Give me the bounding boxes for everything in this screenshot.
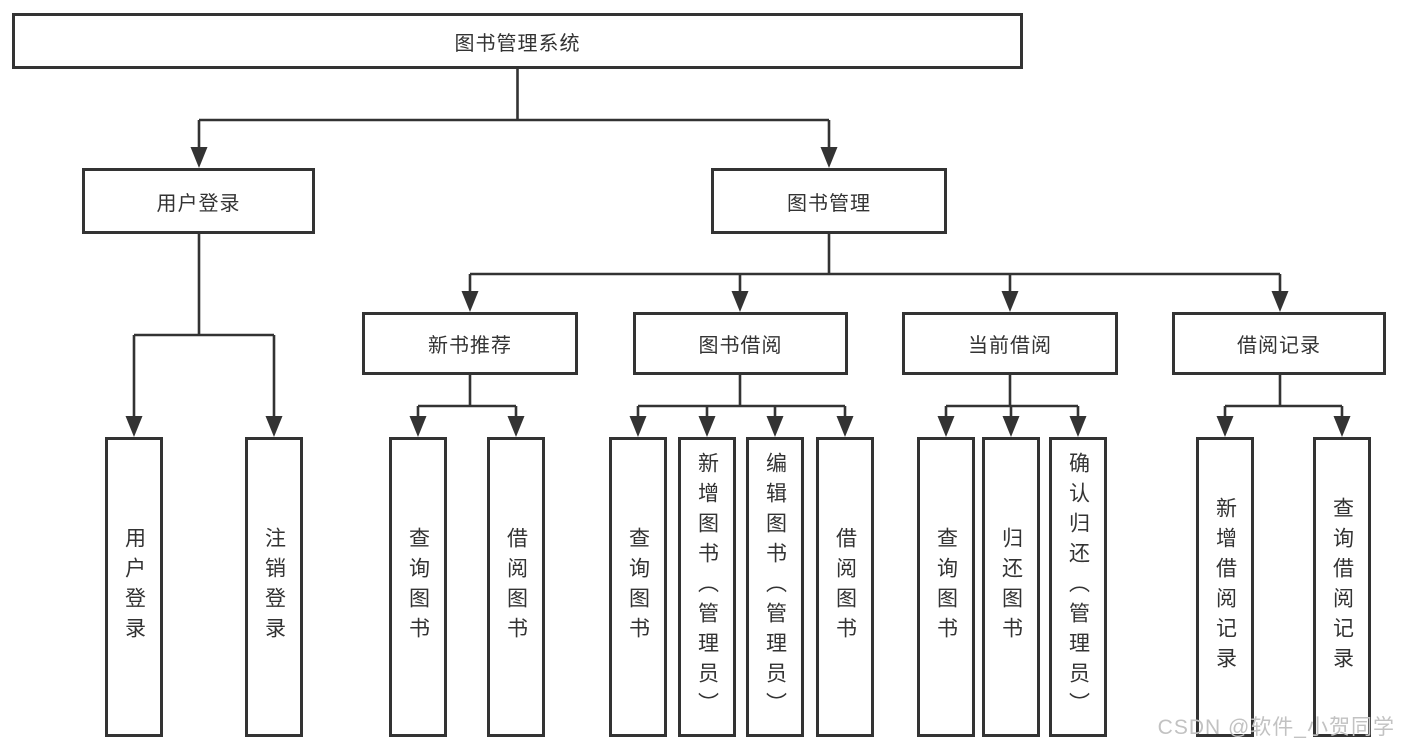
arrowhead [125, 416, 143, 437]
watermark: CSDN @软件_小贺同学 [1157, 716, 1395, 739]
node-leaf-query-borrowing-record: 查询借阅记录 [1313, 437, 1371, 737]
node-label: 图书管理系统 [454, 32, 581, 55]
node-label: 查询图书 [626, 527, 650, 647]
node-label: 图书借阅 [698, 335, 783, 357]
node-label: 查询图书 [406, 527, 430, 647]
node-label: 查询图书 [934, 527, 958, 647]
node-leaf-user-login: 用户登录 [105, 437, 163, 737]
node-label: 当前借阅 [968, 335, 1052, 357]
node-label: 借阅图书 [504, 527, 528, 647]
arrowhead [1002, 416, 1020, 437]
node-label: 新书推荐 [428, 335, 512, 357]
node-leaf-edit-books-admin: 编辑图书（管理员） [746, 437, 804, 737]
node-leaf-logout: 注销登录 [245, 437, 303, 737]
arrowhead [820, 147, 838, 168]
arrowhead [461, 291, 479, 312]
node-leaf-add-books-admin: 新增图书（管理员） [678, 437, 736, 737]
node-label: 新增借阅记录 [1213, 497, 1237, 677]
node-label: 用户登录 [156, 192, 241, 215]
node-current-borrowing: 当前借阅 [902, 312, 1118, 375]
arrowhead [1216, 416, 1234, 437]
node-label: 归还图书 [999, 527, 1023, 647]
node-label: 注销登录 [262, 527, 286, 647]
arrowhead [1069, 416, 1087, 437]
node-leaf-query-books: 查询图书 [609, 437, 667, 737]
arrowhead [629, 416, 647, 437]
node-leaf-query-books: 查询图书 [917, 437, 975, 737]
node-book-management: 图书管理 [711, 168, 947, 234]
node-leaf-borrow-books: 借阅图书 [816, 437, 874, 737]
node-leaf-confirm-return-admin: 确认归还（管理员） [1049, 437, 1107, 737]
node-leaf-add-borrowing-record: 新增借阅记录 [1196, 437, 1254, 737]
node-root: 图书管理系统 [12, 13, 1023, 69]
node-borrowing-records: 借阅记录 [1172, 312, 1386, 375]
arrowhead [836, 416, 854, 437]
arrowhead [507, 416, 525, 437]
arrowhead [937, 416, 955, 437]
node-book-borrowing: 图书借阅 [633, 312, 848, 375]
node-user-login: 用户登录 [82, 168, 315, 234]
arrowhead [731, 291, 749, 312]
node-label: 借阅记录 [1237, 335, 1321, 357]
arrowhead [1271, 291, 1289, 312]
arrowhead [190, 147, 208, 168]
node-label: 确认归还（管理员） [1066, 452, 1090, 722]
node-label: 新增图书（管理员） [695, 452, 719, 722]
arrowhead [1333, 416, 1351, 437]
arrowhead [265, 416, 283, 437]
node-label: 图书管理 [787, 192, 871, 215]
node-label: 借阅图书 [833, 527, 857, 647]
node-label: 编辑图书（管理员） [763, 452, 787, 722]
node-new-book-recommend: 新书推荐 [362, 312, 578, 375]
node-leaf-query-books: 查询图书 [389, 437, 447, 737]
arrowhead [698, 416, 716, 437]
arrowhead [1001, 291, 1019, 312]
node-label: 用户登录 [122, 527, 146, 647]
node-label: 查询借阅记录 [1330, 497, 1354, 677]
arrowhead [766, 416, 784, 437]
arrowhead [409, 416, 427, 437]
node-leaf-borrow-books: 借阅图书 [487, 437, 545, 737]
node-leaf-return-books: 归还图书 [982, 437, 1040, 737]
